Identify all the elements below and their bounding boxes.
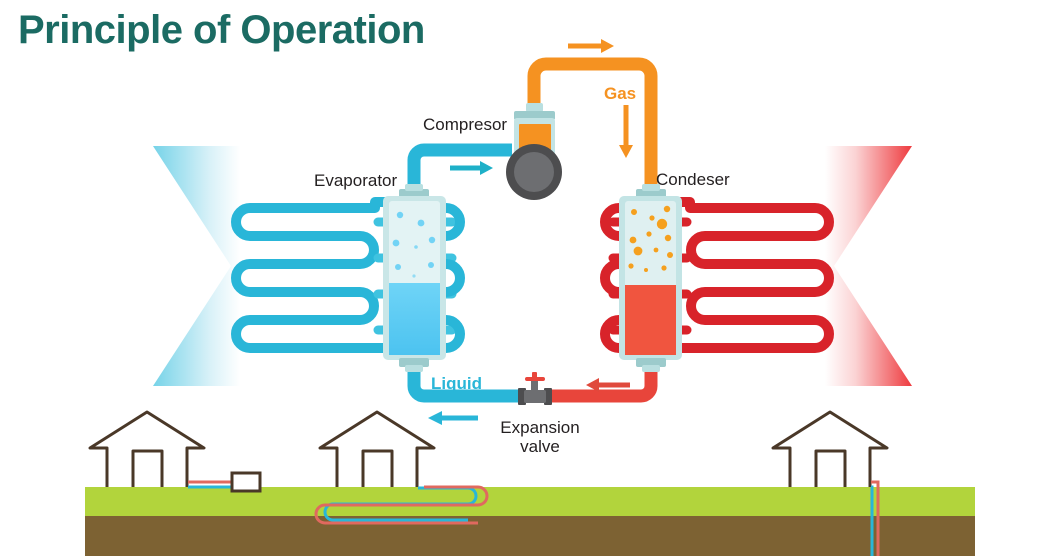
- soil-layer: [85, 516, 975, 556]
- gas-discharge-line-orange: [527, 57, 658, 196]
- compressor-motor-inner: [514, 152, 554, 192]
- compressor-unit: [506, 103, 562, 200]
- house-right-borehole-pipes: [870, 480, 880, 556]
- compressor-top-nub: [526, 103, 543, 112]
- house-left-ground-unit: [230, 471, 262, 493]
- gas-arrow-top: [568, 39, 614, 53]
- condenser-bottom-cap: [636, 358, 666, 367]
- cold-output-arrow: [153, 146, 240, 386]
- condenser-bubbles: [628, 205, 673, 272]
- label-expansion-valve-line2: valve: [520, 437, 560, 456]
- evaporator-vessel: [383, 184, 446, 372]
- liquid-arrow-left: [428, 411, 478, 425]
- cold-liquid-line-cyan: [407, 364, 518, 403]
- evaporator-top-cap: [399, 189, 429, 198]
- label-gas: Gas: [604, 84, 637, 103]
- evaporator-coil: [231, 197, 396, 353]
- evaporator-top-nub: [405, 184, 423, 191]
- condenser-top-nub: [642, 184, 660, 191]
- page-title: Principle of Operation: [18, 8, 425, 52]
- expansion-valve-body: [524, 390, 546, 403]
- expansion-valve: [518, 372, 552, 405]
- evaporator-bottom-nub: [405, 365, 423, 372]
- hot-output-arrow: [825, 146, 912, 386]
- condenser-vessel: [619, 184, 682, 372]
- label-liquid: Liquid: [431, 374, 482, 393]
- evaporator-liquid-level: [389, 283, 440, 355]
- label-expansion-valve-line1: Expansion: [500, 418, 580, 437]
- house-middle-ground-loop-orange: [314, 485, 489, 525]
- suction-line-cyan: [407, 143, 512, 192]
- evaporator-bottom-cap: [399, 358, 429, 367]
- label-evaporator: Evaporator: [314, 171, 398, 190]
- condenser-coil-return-bends: [600, 203, 624, 353]
- hot-liquid-line-red: [552, 364, 658, 403]
- condenser-bottom-nub: [642, 365, 660, 372]
- expansion-valve-handwheel-stem: [532, 372, 537, 378]
- condenser-coil: [669, 197, 834, 353]
- condenser-top-cap: [636, 189, 666, 198]
- house-left-surface-pipes: [188, 480, 233, 489]
- label-condenser: Condeser: [656, 170, 730, 189]
- evaporator-bubbles: [392, 211, 436, 278]
- house-right: [771, 410, 889, 487]
- house-left: [88, 410, 206, 487]
- compressor-top-cap: [514, 111, 555, 120]
- expansion-valve-stem: [531, 381, 538, 392]
- expansion-valve-handwheel: [525, 377, 545, 381]
- condenser-liquid-level: [625, 285, 676, 355]
- evaporator-coil-return-bends: [441, 203, 465, 353]
- gas-arrow-down: [619, 105, 633, 158]
- label-compressor: Compresor: [423, 115, 508, 134]
- house-middle: [318, 410, 436, 487]
- hot-liquid-arrow-left: [586, 378, 630, 392]
- suction-arrow: [450, 161, 493, 175]
